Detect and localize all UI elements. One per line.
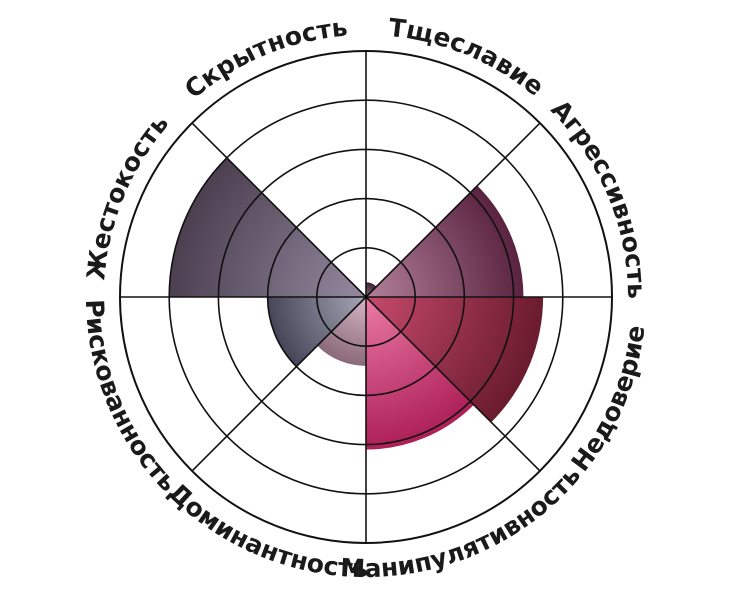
grid-spoke-6 xyxy=(191,296,367,472)
category-label-скрытность: Скрытность xyxy=(179,13,349,104)
wedge-жестокость xyxy=(169,157,366,297)
grid-spoke-4 xyxy=(365,296,541,472)
wedge-рискованность xyxy=(267,297,366,367)
grid-spoke-8 xyxy=(191,122,367,298)
wedge-агрессивность xyxy=(366,185,524,297)
category-label-жестокость: Жестокость xyxy=(81,109,174,282)
grid-layer xyxy=(119,50,613,544)
wedge-доминантность xyxy=(317,297,366,366)
wedge-layer xyxy=(169,157,544,450)
category-label-доминантность: Доминантность xyxy=(163,477,368,583)
category-label-манипулятивность: Манипулятивность xyxy=(340,461,587,584)
category-label-недоверие: Недоверие xyxy=(566,323,651,476)
wedge-недоверие xyxy=(366,297,544,423)
category-label-тщеславие: Тщеславие xyxy=(387,13,549,102)
wedge-манипулятивность xyxy=(366,297,474,450)
category-label-рискованность: Рискованность xyxy=(80,299,183,498)
grid-spoke-2 xyxy=(365,122,541,298)
